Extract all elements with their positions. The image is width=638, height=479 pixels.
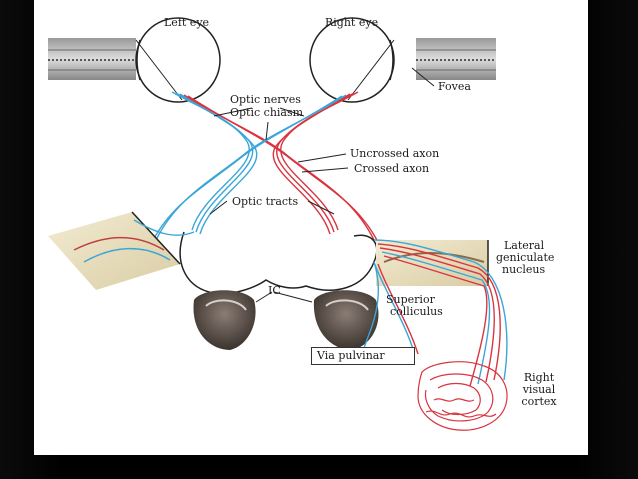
sc-line-2: colliculus — [390, 305, 443, 318]
right-lgn-micrograph — [376, 240, 489, 286]
right-eye — [309, 17, 395, 103]
left-retina-micrograph — [48, 38, 136, 80]
label-optic-chiasm: Optic chiasm — [230, 106, 304, 119]
left-lgn-micrograph — [48, 211, 181, 290]
label-optic-tracts: Optic tracts — [232, 195, 299, 208]
right-visual-cortex — [417, 361, 508, 431]
left-eye — [135, 17, 221, 103]
via-pulvinar-box — [311, 347, 415, 365]
lgn-line-1: Lateral — [504, 239, 545, 252]
cortex-line-1: Right — [523, 371, 555, 384]
diagram-panel: Left eye Right eye Fovea Optic nerves Op… — [34, 0, 588, 455]
cortex-line-2: visual — [522, 383, 556, 396]
left-colliculus-section — [193, 290, 256, 350]
right-retina-micrograph — [416, 38, 496, 80]
label-left-eye: Left eye — [164, 16, 210, 29]
lgn-line-2: geniculate — [496, 251, 555, 264]
leader-lines — [209, 67, 435, 303]
label-ic: IC — [268, 284, 281, 297]
label-right-eye: Right eye — [325, 16, 379, 29]
label-fovea: Fovea — [438, 80, 471, 93]
left-tract-to-lgn — [133, 219, 195, 236]
colliculus-fibers — [363, 261, 379, 349]
label-crossed-axon: Crossed axon — [354, 162, 430, 175]
right-colliculus-section — [313, 290, 379, 350]
sc-line-1: Superior — [386, 293, 435, 306]
optic-pathway-fibers — [151, 91, 379, 243]
lgn-line-3: nucleus — [502, 263, 546, 276]
label-optic-nerves: Optic nerves — [230, 93, 301, 106]
visual-pathway-diagram — [48, 17, 508, 431]
label-uncrossed-axon: Uncrossed axon — [350, 147, 440, 160]
cortex-line-3: cortex — [521, 395, 557, 408]
label-via-pulvinar: Via pulvinar — [317, 349, 385, 362]
brain-outline — [179, 231, 378, 295]
label-lateral-geniculate-nucleus: Lateral geniculate nucleus — [496, 240, 576, 276]
optic-radiation-fibers — [373, 239, 508, 387]
label-superior-colliculus: Superior colliculus — [386, 294, 456, 318]
label-right-visual-cortex: Right visual cortex — [514, 372, 564, 408]
